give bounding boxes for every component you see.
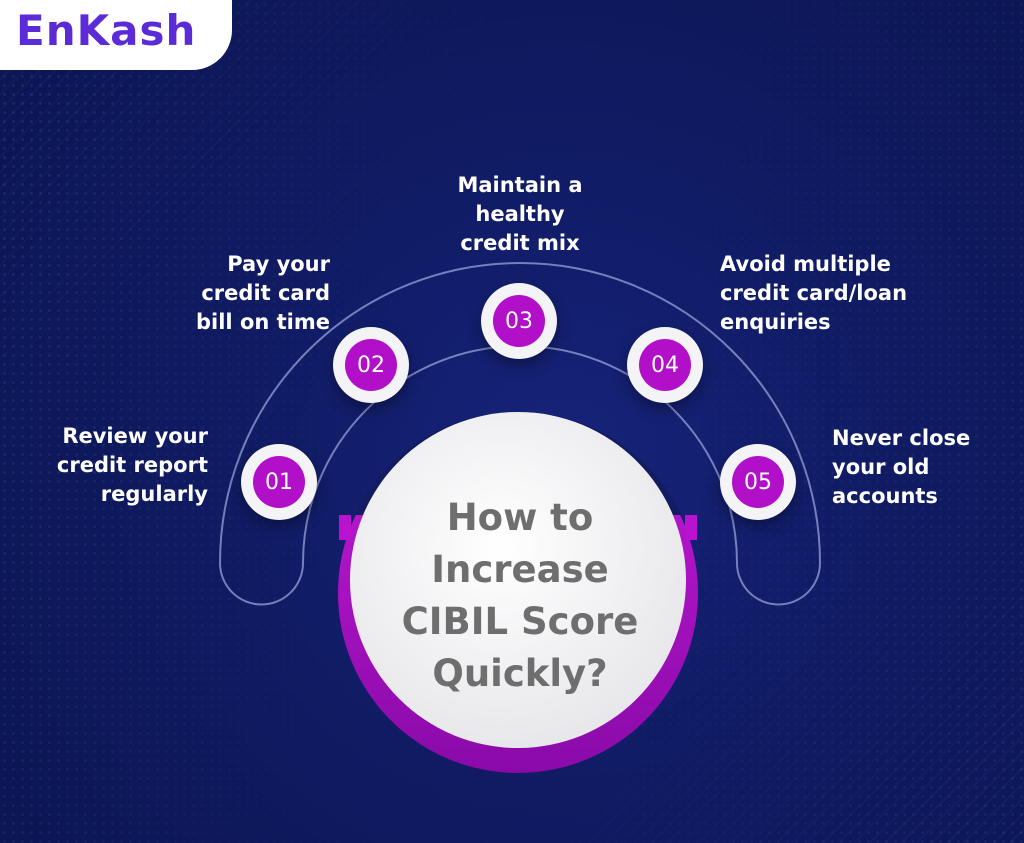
step-label-01: Review your credit report regularly [20,422,208,509]
label-line: credit card/loan [720,281,908,305]
step-badge-03: 03 [481,283,557,359]
step-label-02: Pay your credit card bill on time [150,250,330,337]
step-number: 05 [732,456,784,508]
title-line: Quickly? [432,652,608,695]
step-badge-04: 04 [627,327,703,403]
label-line: enquiries [720,310,831,334]
label-line: Pay your [227,252,330,276]
step-number: 02 [345,339,397,391]
step-label-05: Never close your old accounts [832,424,1002,511]
label-line: credit card [201,281,330,305]
center-title: How to Increase CIBIL Score Quickly? [360,492,680,700]
label-line: credit mix [460,231,580,255]
outer-arc [219,262,821,564]
arc-end-left [219,562,304,606]
label-line: credit report [56,453,208,477]
title-line: CIBIL Score [401,600,639,643]
step-number: 04 [639,339,691,391]
label-line: Never close [832,426,971,450]
label-line: your old [832,455,930,479]
step-badge-05: 05 [720,444,796,520]
step-number: 03 [493,295,545,347]
title-line: How to [446,496,594,539]
label-line: accounts [832,484,938,508]
step-label-03: Maintain a healthy credit mix [420,171,620,258]
logo-tab: EnKash [0,0,232,70]
label-line: Review your [62,424,208,448]
enkash-logo: EnKash [16,6,197,55]
label-line: Avoid multiple [720,252,891,276]
step-number: 01 [253,456,305,508]
label-line: healthy [475,202,565,226]
title-line: Increase [431,548,609,591]
step-label-04: Avoid multiple credit card/loan enquirie… [720,250,940,337]
step-badge-02: 02 [333,327,409,403]
label-line: Maintain a [457,173,583,197]
label-line: regularly [100,482,208,506]
label-line: bill on time [196,310,330,334]
step-badge-01: 01 [241,444,317,520]
arc-end-right [736,562,821,606]
